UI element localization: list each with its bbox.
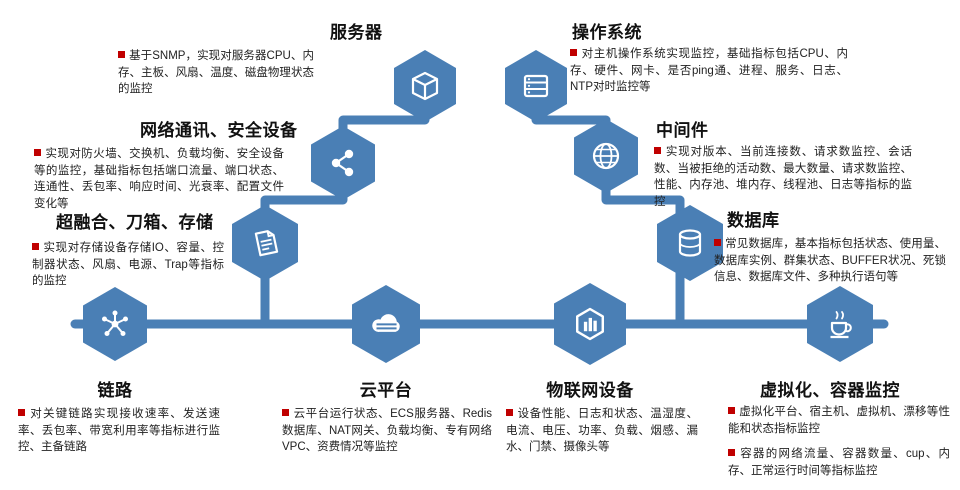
hub-network-icon — [102, 310, 128, 336]
virtualization-desc-2: 容器的网络流量、容器数量、cup、内存、正常运行时间等指标监控 — [728, 446, 950, 479]
bullet-square — [118, 51, 125, 58]
bullet-square — [714, 239, 721, 246]
cube-icon — [411, 71, 439, 101]
storage-title: 超融合、刀箱、存储 — [56, 213, 214, 232]
link-desc-text: 对关键链路实现接收速率、发送速率、丢包率、带宽利用率等指标进行监控、主备链路 — [18, 408, 220, 454]
hexagon-bars-icon — [576, 307, 604, 341]
bullet-square — [654, 147, 661, 154]
virtualization-desc-1-text: 虚拟化平台、宿主机、虚拟机、漂移等性能和状态指标监控 — [728, 406, 950, 435]
bullet-square — [506, 409, 513, 416]
storage-desc-text: 实现对存储设备存储IO、容量、控制器状态、风扇、电源、Trap等指标的监控 — [32, 242, 224, 288]
network-desc-text: 实现对防火墙、交换机、负载均衡、安全设备等的监控，基础指标包括端口流量、端口状态… — [34, 148, 284, 211]
bullet-square — [282, 409, 289, 416]
cloud-stack-icon — [372, 314, 400, 332]
scroll-document-icon — [254, 230, 279, 257]
os-desc-text: 对主机操作系统实现监控，基础指标包括CPU、内存、硬件、网卡、是否ping通、进… — [570, 48, 848, 94]
bullet-square — [32, 243, 39, 250]
cloud-desc-text: 云平台运行状态、ECS服务器、Redis数据库、NAT网关、负载均衡、专有网络V… — [282, 408, 492, 454]
bullet-square — [728, 449, 735, 456]
server-hexagon — [394, 50, 456, 122]
link-hexagon — [83, 287, 147, 361]
bullet-square — [570, 49, 577, 56]
cloud-desc: 云平台运行状态、ECS服务器、Redis数据库、NAT网关、负载均衡、专有网络V… — [282, 406, 492, 456]
server-desc: 基于SNMP，实现对服务器CPU、内存、主板、风扇、温度、磁盘物理状态的监控 — [118, 48, 314, 98]
os-desc: 对主机操作系统实现监控，基础指标包括CPU、内存、硬件、网卡、是否ping通、进… — [570, 46, 848, 96]
database-desc-text: 常见数据库，基本指标包括状态、使用量、数据库实例、群集状态、BUFFER状况、死… — [714, 238, 946, 284]
iot-title: 物联网设备 — [546, 381, 634, 400]
database-desc: 常见数据库，基本指标包括状态、使用量、数据库实例、群集状态、BUFFER状况、死… — [714, 236, 946, 286]
middleware-hexagon — [574, 119, 638, 193]
middleware-desc: 实现对版本、当前连接数、请求数监控、会话数、当被拒绝的活动数、最大数量、请求数监… — [654, 144, 912, 211]
bullet-square — [728, 407, 735, 414]
network-desc: 实现对防火墙、交换机、负载均衡、安全设备等的监控，基础指标包括端口流量、端口状态… — [34, 146, 284, 213]
server-rack-icon — [523, 74, 549, 98]
bullet-square — [34, 149, 41, 156]
server-desc-text: 基于SNMP，实现对服务器CPU、内存、主板、风扇、温度、磁盘物理状态的监控 — [118, 50, 314, 96]
virtualization-desc-1: 虚拟化平台、宿主机、虚拟机、漂移等性能和状态指标监控 — [728, 404, 950, 437]
bullet-square — [18, 409, 25, 416]
database-cylinder-icon — [678, 229, 702, 257]
database-title: 数据库 — [727, 211, 780, 230]
server-title: 服务器 — [330, 23, 383, 42]
storage-desc: 实现对存储设备存储IO、容量、控制器状态、风扇、电源、Trap等指标的监控 — [32, 240, 224, 290]
middleware-title: 中间件 — [656, 121, 709, 140]
globe-icon — [592, 142, 620, 170]
coffee-cup-icon — [830, 311, 852, 339]
middleware-desc-text: 实现对版本、当前连接数、请求数监控、会话数、当被拒绝的活动数、最大数量、请求数监… — [654, 146, 912, 209]
link-desc: 对关键链路实现接收速率、发送速率、丢包率、带宽利用率等指标进行监控、主备链路 — [18, 406, 220, 456]
virtualization-title: 虚拟化、容器监控 — [760, 381, 900, 400]
iot-desc: 设备性能、日志和状态、温湿度、电流、电压、功率、负载、烟感、漏水、门禁、摄像头等 — [506, 406, 698, 456]
cloud-title: 云平台 — [359, 381, 413, 400]
cloud-hexagon — [352, 285, 420, 363]
iot-desc-text: 设备性能、日志和状态、温湿度、电流、电压、功率、负载、烟感、漏水、门禁、摄像头等 — [506, 408, 698, 454]
os-title: 操作系统 — [572, 23, 642, 42]
network-title: 网络通讯、安全设备 — [140, 121, 298, 140]
link-title: 链路 — [97, 381, 133, 400]
share-nodes-icon — [331, 149, 354, 177]
virtualization-desc-2-text: 容器的网络流量、容器数量、cup、内存、正常运行时间等指标监控 — [728, 448, 950, 477]
